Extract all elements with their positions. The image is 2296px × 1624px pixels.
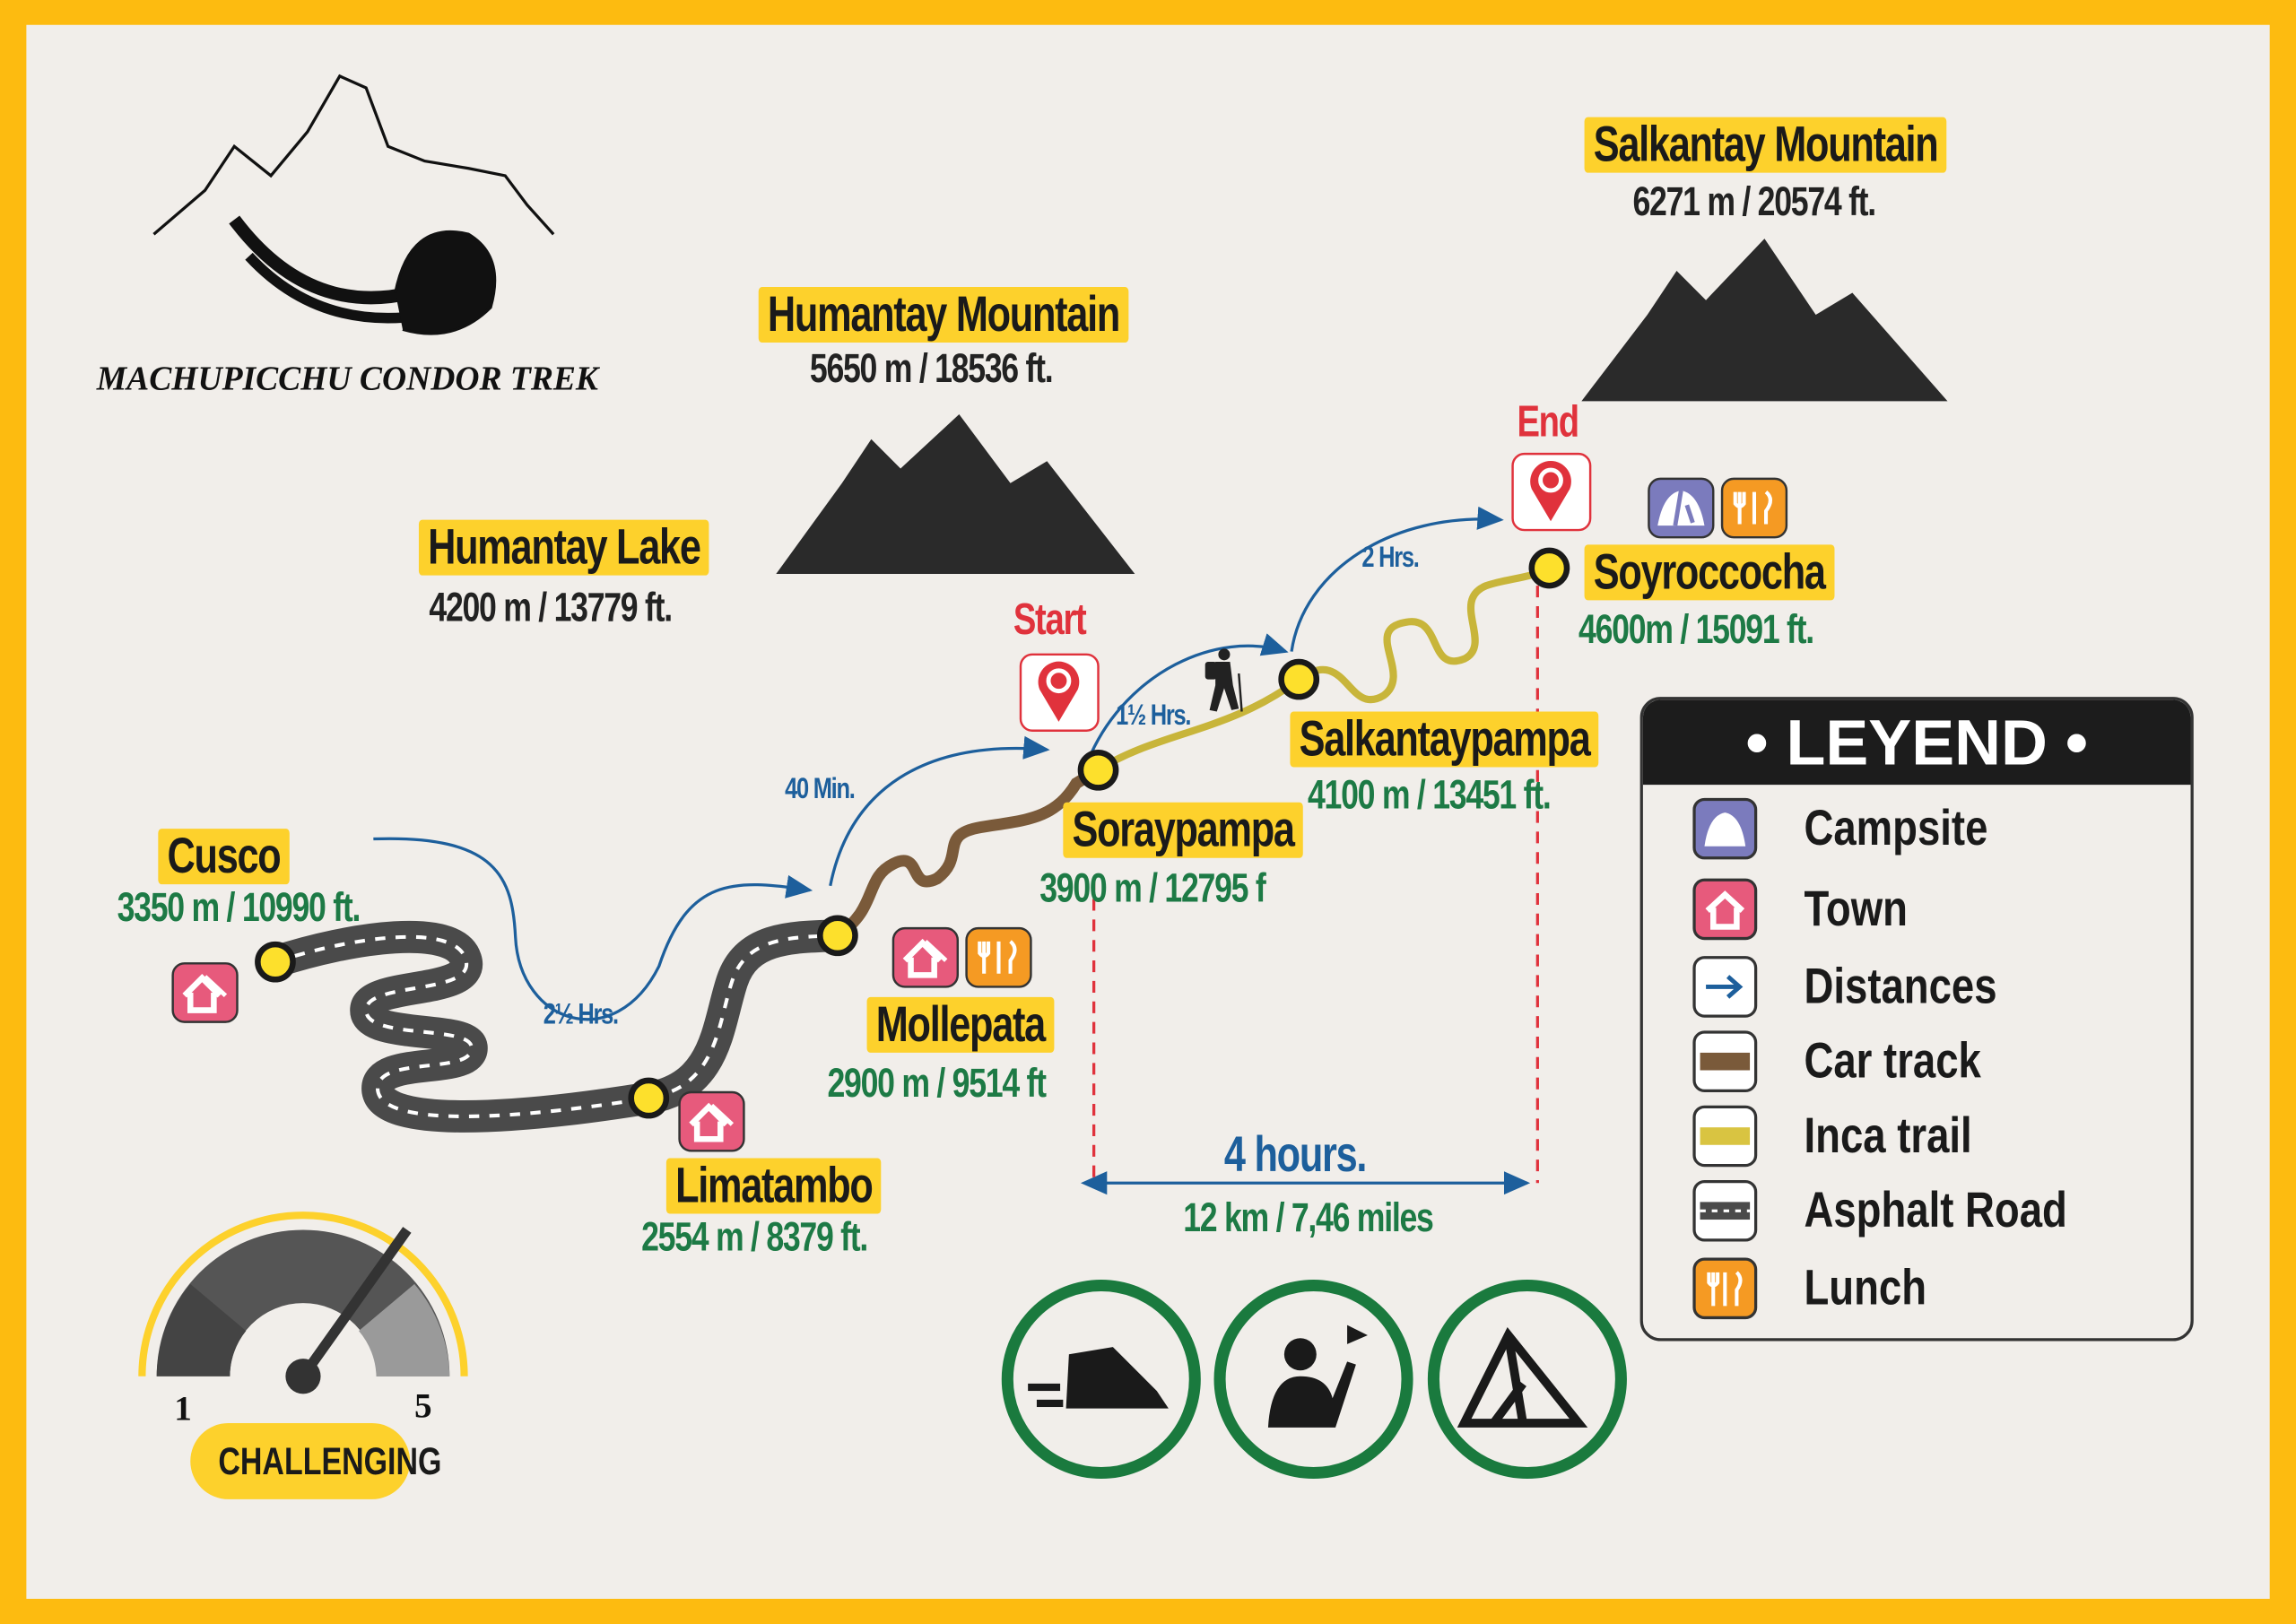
lake-altitude: 4200 m / 13779 ft. [429,584,673,630]
campsite-icon [1692,797,1758,860]
town-icon [680,1092,744,1151]
legend: • LEYEND • Campsite Town Distances Car t… [1639,697,2194,1342]
lunch-icon [1692,1257,1758,1320]
difficulty-label: CHALLENGING [218,1438,442,1483]
stop-label: Soraypampa [1063,802,1303,858]
end-pin-icon [1513,454,1591,530]
town-icon [893,928,958,986]
tour-guide-icon [1267,1324,1368,1428]
stop-label: Salkantaypampa [1290,711,1599,768]
segment-guides [1091,586,1539,1184]
legend-title: • LEYEND • [1642,699,2191,786]
legend-item: Town [1692,877,1930,942]
start-pin-icon [1021,655,1099,731]
legend-label: Car track [1804,1032,1981,1089]
lunch-icon [967,928,1031,986]
humantay-mountain-icon [776,414,1135,575]
distance-arrows [373,506,1531,1195]
hiking-shoe-icon [1028,1347,1169,1409]
duration-label: 2 Hrs. [1361,542,1419,575]
duration-label: 1½ Hrs. [1116,699,1191,733]
stop-altitude: 3350 m / 10990 ft. [117,884,361,930]
town-icon [1692,878,1758,941]
stop-label: Mollepata [866,996,1055,1053]
legend-label: Town [1804,881,1908,937]
stop-altitude: 4100 m / 13451 ft. [1308,771,1552,818]
lunch-icon [1722,479,1787,537]
brand-name: MACHUPICCHU CONDOR TREK [96,360,598,397]
distance-arrow-icon [1692,956,1758,1018]
trek-time: 4 hours. [1223,1127,1368,1184]
mountain-label: Humantay Mountain [758,287,1129,343]
mountain-label: Salkantay Mountain [1584,117,1947,173]
stop-label: Soyroccocha [1584,544,1834,601]
legend-label: Lunch [1804,1259,1927,1316]
trek-distance: 12 km / 7,46 miles [1183,1194,1434,1240]
asphalt-road-icon [1692,1179,1758,1242]
duration-label: 2½ Hrs. [543,998,619,1031]
route-stops [255,547,1570,1119]
lake-label: Humantay Lake [418,519,709,576]
duration-label: 40 Min. [785,773,856,805]
stop-label: Cusco [158,829,290,885]
car-track-icon [1692,1030,1758,1092]
difficulty-badge: CHALLENGING [190,1422,441,1499]
campsite-icon [1648,479,1713,537]
hiker-icon [1205,648,1243,712]
car-track [831,764,1105,942]
start-label: Start [1013,595,1087,645]
logo-mountain-icon [152,74,555,335]
legend-item: Distances [1692,955,2039,1020]
legend-label: Campsite [1804,800,1988,856]
legend-item: Asphalt Road [1692,1178,2125,1243]
legend-item: Campsite [1692,796,2028,861]
inca-trail-icon [1692,1105,1758,1168]
stop-altitude: 4600m / 15091 ft. [1578,605,1814,652]
legend-label: Distances [1804,958,1997,1014]
town-icon [173,963,238,1021]
tent-icon [1457,1326,1588,1428]
gauge-min: 1 [174,1391,192,1429]
legend-item: Lunch [1692,1256,1953,1321]
stop-altitude: 2554 m / 8379 ft. [641,1213,868,1260]
mountain-altitude: 5650 m / 18536 ft. [809,345,1054,391]
salkantay-mountain-icon [1581,239,1948,402]
end-label: End [1517,398,1579,447]
stop-label: Limatambo [665,1158,882,1214]
difficulty-gauge [138,1211,468,1394]
stop-altitude: 3900 m / 12795 f [1039,864,1266,911]
activity-circles [1001,1279,1627,1480]
legend-item: Car track [1692,1029,2020,1094]
stop-altitude: 2900 m / 9514 ft [827,1060,1047,1106]
gauge-max: 5 [414,1387,432,1427]
inca-trail [1094,564,1553,774]
legend-item: Inca trail [1692,1104,2008,1168]
legend-label: Asphalt Road [1804,1182,2067,1238]
legend-label: Inca trail [1804,1107,1972,1164]
mountain-altitude: 6271 m / 20574 ft. [1632,178,1876,224]
